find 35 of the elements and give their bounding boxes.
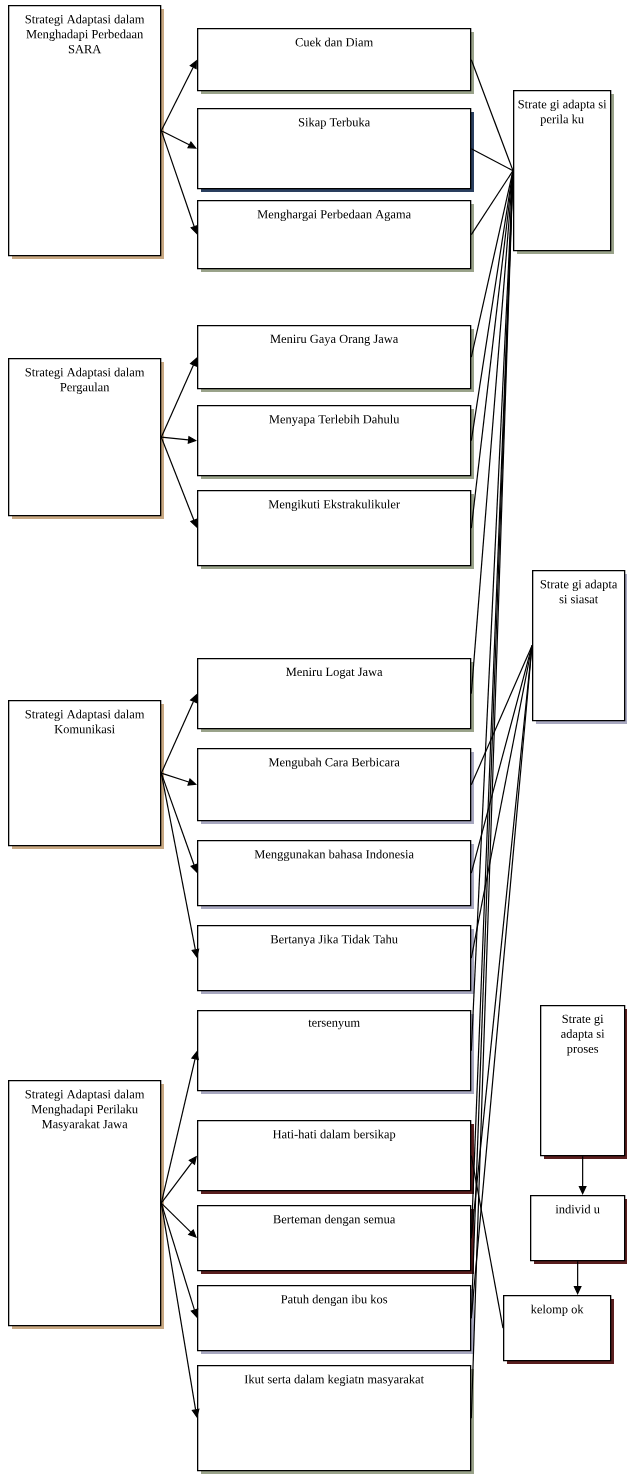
strategy-item-box: Menghargai Perbedaan Agama [197,200,474,272]
connector-line [470,645,533,786]
strategy-item-box: Menggunakan bahasa Indonesia [197,840,474,909]
strategy-item-box: tersenyum [197,1010,474,1094]
connector-line [470,170,514,236]
strategy-item-box: Meniru Logat Jawa [197,658,474,732]
adaptation-type-box: Strate gi adapta si siasat [532,570,627,724]
adaptation-type-box: Strate gi adapta si proses [540,1005,627,1159]
strategy-item-box: Patuh dengan ibu kos [197,1285,474,1354]
strategy-item-box: Mengubah Cara Berbicara [197,748,474,824]
arrow [573,1260,582,1295]
arrow [160,435,197,444]
strategy-item-box: Ikut serta dalam kegiatn masyarakat [197,1365,474,1474]
strategy-item-box: Cuek dan Diam [197,28,474,94]
arrow [160,772,197,786]
strategy-item-box: Menyapa Terlebih Dahulu [197,405,474,479]
adaptation-type-box: individ u [530,1195,627,1264]
strategy-item-box: Mengikuti Ekstrakulikuler [197,490,474,569]
strategy-item-box: Bertanya Jika Tidak Tahu [197,925,474,994]
adaptation-type-box: Strate gi adapta si perila ku [513,90,614,254]
connector-line [470,148,514,172]
strategy-box: Strategi Adaptasi dalam Pergaulan [8,358,164,519]
connector-line [470,59,514,172]
strategy-box: Strategi Adaptasi dalam Menghadapi Perilaku Masyarakat Jawa [8,1080,164,1329]
strategy-box: Strategi Adaptasi dalam Menghadapi Perbedaan SARA [8,5,164,259]
strategy-item-box: Meniru Gaya Orang Jawa [197,325,474,392]
arrow [160,130,197,149]
strategy-item-box: Berteman dengan semua [197,1205,474,1274]
arrow [578,1155,587,1195]
arrow [160,357,198,438]
strategy-item-box: Hati-hati dalam bersikap [197,1120,474,1194]
connector-line [470,1155,504,1329]
adaptation-type-box: kelomp ok [503,1295,614,1364]
strategy-item-box: Sikap Terbuka [197,108,474,192]
strategy-box: Strategi Adaptasi dalam Komunikasi [8,700,164,849]
